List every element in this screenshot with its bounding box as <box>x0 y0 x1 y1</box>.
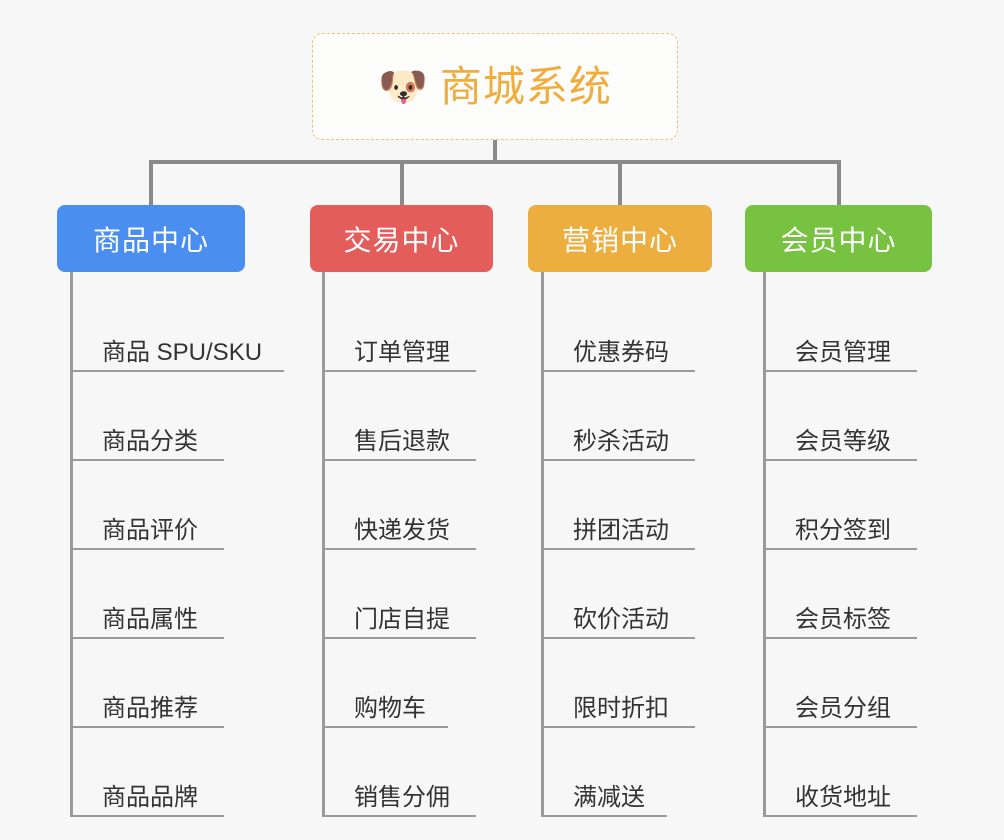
leaf-item-rule <box>541 637 695 639</box>
leaf-item[interactable]: 商品分类 <box>70 372 224 461</box>
category-label: 营销中心 <box>561 224 678 256</box>
branch-drop-line-4 <box>836 160 841 205</box>
leaf-item-label: 快递发货 <box>354 516 450 544</box>
leaf-item-label: 满减送 <box>573 783 645 811</box>
leaf-item-label: 销售分佣 <box>354 783 450 811</box>
root-node-mall-system[interactable]: 🐶 商城系统 <box>312 33 678 140</box>
leaf-item[interactable]: 商品评价 <box>70 461 224 550</box>
leaf-item-rule <box>70 637 224 639</box>
leaf-item-label: 商品品牌 <box>102 783 198 811</box>
leaf-item-label: 会员分组 <box>795 694 891 722</box>
leaf-item-label: 积分签到 <box>795 516 891 544</box>
leaf-item-label: 商品 SPU/SKU <box>102 338 263 366</box>
leaf-item-rule <box>70 370 284 372</box>
leaf-item-rule <box>541 459 695 461</box>
leaf-item[interactable]: 会员分组 <box>763 639 917 728</box>
leaf-item-label: 门店自提 <box>354 605 450 633</box>
leaf-item[interactable]: 秒杀活动 <box>541 372 695 461</box>
leaf-item[interactable]: 商品 SPU/SKU <box>70 283 284 372</box>
leaf-item-rule <box>322 459 476 461</box>
leaf-item-label: 商品推荐 <box>102 694 198 722</box>
leaf-item[interactable]: 购物车 <box>322 639 448 728</box>
leaf-item[interactable]: 满减送 <box>541 728 667 817</box>
leaf-item-rule <box>322 548 476 550</box>
leaf-item-rule <box>70 726 224 728</box>
root-title: 商城系统 <box>439 62 612 110</box>
leaf-spine-line <box>541 283 544 817</box>
leaf-item-label: 商品评价 <box>102 516 198 544</box>
leaf-item[interactable]: 商品属性 <box>70 550 224 639</box>
leaf-item[interactable]: 会员标签 <box>763 550 917 639</box>
leaf-item[interactable]: 优惠券码 <box>541 283 695 372</box>
leaf-item-rule <box>541 726 695 728</box>
leaf-item-label: 会员管理 <box>795 338 891 366</box>
leaf-item-rule <box>763 726 917 728</box>
leaf-item[interactable]: 销售分佣 <box>322 728 476 817</box>
leaf-item-label: 拼团活动 <box>573 516 669 544</box>
leaf-item[interactable]: 拼团活动 <box>541 461 695 550</box>
leaf-spine-line <box>70 283 73 817</box>
leaf-item-label: 会员标签 <box>795 605 891 633</box>
leaf-item-rule <box>763 815 917 817</box>
leaf-item-label: 砍价活动 <box>573 605 669 633</box>
leaf-item[interactable]: 砍价活动 <box>541 550 695 639</box>
leaf-item-rule <box>322 370 476 372</box>
leaf-item-rule <box>322 637 476 639</box>
horizontal-bus-line <box>149 160 841 164</box>
leaf-item-rule <box>70 815 224 817</box>
leaf-spine-line <box>322 283 325 817</box>
leaf-spine-line <box>763 283 766 817</box>
leaf-item-rule <box>70 459 224 461</box>
branch-drop-line-1 <box>149 160 153 205</box>
leaf-item[interactable]: 门店自提 <box>322 550 476 639</box>
dog-face-icon: 🐶 <box>378 64 428 109</box>
leaf-item-rule <box>70 548 224 550</box>
leaf-item-label: 售后退款 <box>354 427 450 455</box>
leaf-item[interactable]: 会员等级 <box>763 372 917 461</box>
leaf-item-label: 限时折扣 <box>573 694 669 722</box>
leaf-item[interactable]: 快递发货 <box>322 461 476 550</box>
leaf-item-label: 会员等级 <box>795 427 891 455</box>
leaf-item-rule <box>322 815 476 817</box>
leaf-item-label: 商品属性 <box>102 605 198 633</box>
box-to-leaf-line-3 <box>541 272 544 283</box>
category-box-2[interactable]: 交易中心 <box>310 205 493 272</box>
category-box-4[interactable]: 会员中心 <box>745 205 932 272</box>
leaf-item[interactable]: 收货地址 <box>763 728 917 817</box>
leaf-item-label: 购物车 <box>354 694 426 722</box>
category-box-1[interactable]: 商品中心 <box>57 205 245 272</box>
leaf-item[interactable]: 商品推荐 <box>70 639 224 728</box>
box-to-leaf-line-1 <box>70 272 73 283</box>
leaf-item-label: 收货地址 <box>795 783 891 811</box>
root-stem-line <box>493 140 497 164</box>
leaf-item-rule <box>763 548 917 550</box>
leaf-item[interactable]: 会员管理 <box>763 283 917 372</box>
box-to-leaf-line-4 <box>763 272 766 283</box>
leaf-item-rule <box>322 726 448 728</box>
branch-drop-line-2 <box>399 160 404 205</box>
leaf-item-rule <box>763 459 917 461</box>
leaf-item-rule <box>763 370 917 372</box>
leaf-item-label: 订单管理 <box>354 338 450 366</box>
leaf-item-label: 秒杀活动 <box>573 427 669 455</box>
category-label: 交易中心 <box>343 224 460 256</box>
category-label: 会员中心 <box>780 224 897 256</box>
leaf-item-rule <box>541 370 695 372</box>
leaf-item[interactable]: 积分签到 <box>763 461 917 550</box>
leaf-item-rule <box>541 548 695 550</box>
leaf-item[interactable]: 限时折扣 <box>541 639 695 728</box>
branch-drop-line-3 <box>618 160 622 205</box>
leaf-item-rule <box>541 815 667 817</box>
category-box-3[interactable]: 营销中心 <box>528 205 712 272</box>
leaf-item[interactable]: 商品品牌 <box>70 728 224 817</box>
leaf-item[interactable]: 售后退款 <box>322 372 476 461</box>
leaf-item-label: 优惠券码 <box>573 338 669 366</box>
category-label: 商品中心 <box>92 224 209 256</box>
leaf-item[interactable]: 订单管理 <box>322 283 476 372</box>
box-to-leaf-line-2 <box>322 272 325 283</box>
leaf-item-label: 商品分类 <box>102 427 198 455</box>
leaf-item-rule <box>763 637 917 639</box>
